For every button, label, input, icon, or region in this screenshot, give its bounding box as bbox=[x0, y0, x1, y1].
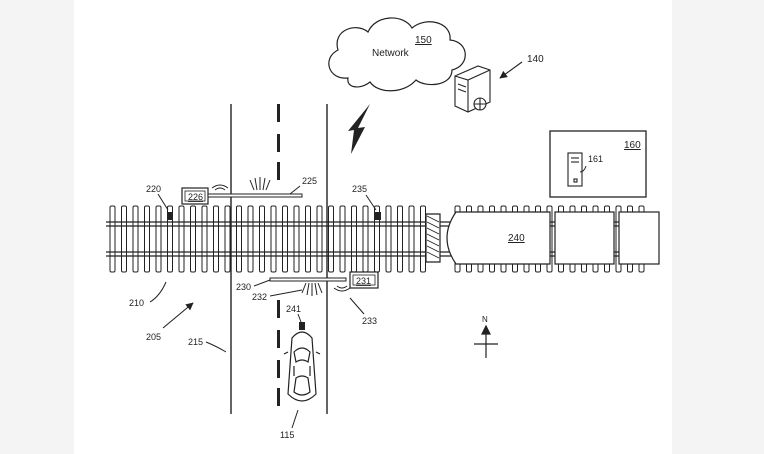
cloud-icon bbox=[328, 17, 466, 92]
lane-dash bbox=[277, 104, 280, 122]
arrow-140 bbox=[499, 61, 523, 79]
railroad-tie bbox=[132, 205, 139, 273]
arrow-205 bbox=[162, 302, 194, 329]
railroad-tie bbox=[385, 205, 392, 273]
leader-161 bbox=[579, 165, 587, 173]
railroad-tie bbox=[270, 205, 277, 273]
gate-arm-lower bbox=[269, 277, 347, 282]
remote-station-box bbox=[549, 130, 647, 198]
railroad-tie bbox=[213, 205, 219, 273]
ref-140: 140 bbox=[527, 54, 544, 65]
railroad-tie bbox=[339, 205, 346, 273]
ref-150: 150 bbox=[415, 35, 432, 46]
railroad-tie bbox=[247, 205, 254, 273]
railroad-tie bbox=[259, 205, 265, 273]
railroad-tie bbox=[362, 205, 369, 273]
ref-232: 232 bbox=[252, 292, 267, 302]
ref-210: 210 bbox=[129, 298, 144, 308]
railroad-tie bbox=[305, 205, 311, 273]
ref-233: 233 bbox=[362, 316, 377, 326]
ref-235: 235 bbox=[352, 184, 367, 194]
ref-226: 226 bbox=[188, 192, 203, 202]
ref-161: 161 bbox=[588, 154, 603, 164]
car-sensor-241 bbox=[299, 322, 305, 330]
right-margin bbox=[672, 0, 764, 454]
left-margin bbox=[0, 0, 74, 454]
wireless-signal-icon bbox=[333, 285, 351, 292]
railroad-tie bbox=[328, 205, 334, 273]
railroad-tie bbox=[316, 205, 323, 273]
sensor-rays-lower bbox=[301, 282, 323, 296]
gate-arm-upper bbox=[207, 193, 303, 198]
railroad-tie bbox=[201, 205, 208, 273]
railroad-tie bbox=[236, 205, 242, 273]
leader-241 bbox=[297, 313, 302, 323]
track-sensor-235 bbox=[375, 212, 381, 220]
railroad-tie bbox=[282, 205, 288, 273]
leader-230 bbox=[253, 279, 271, 287]
ref-230: 230 bbox=[236, 282, 251, 292]
railroad-tie bbox=[397, 205, 403, 273]
compass-icon bbox=[474, 324, 498, 358]
ref-241: 241 bbox=[286, 304, 301, 314]
railroad-tie bbox=[109, 205, 116, 273]
leader-235 bbox=[365, 194, 377, 211]
train bbox=[425, 211, 660, 265]
network-label: Network bbox=[372, 48, 410, 59]
leader-232 bbox=[269, 289, 303, 297]
lane-dash bbox=[277, 330, 280, 348]
railroad-tie bbox=[144, 205, 150, 273]
lane-dashes bbox=[277, 104, 280, 406]
railroad-tie bbox=[121, 205, 127, 273]
lightning-icon bbox=[348, 104, 370, 154]
wireless-signal-icon bbox=[211, 184, 229, 191]
railroad-tie bbox=[351, 205, 357, 273]
railroad-tie bbox=[155, 205, 162, 273]
compass-north-label: N bbox=[482, 315, 488, 324]
ref-225: 225 bbox=[302, 176, 317, 186]
leader-210 bbox=[149, 281, 167, 303]
railroad-tie bbox=[190, 205, 196, 273]
ref-205: 205 bbox=[146, 332, 161, 342]
ref-160: 160 bbox=[624, 140, 641, 151]
ref-215: 215 bbox=[188, 337, 203, 347]
railroad-tie bbox=[420, 205, 426, 273]
railroad-tie bbox=[178, 205, 185, 273]
lane-dash bbox=[277, 388, 280, 406]
sensor-rays-upper bbox=[249, 177, 271, 191]
server-icon bbox=[454, 65, 491, 113]
railroad-tie bbox=[224, 205, 231, 273]
ref-240: 240 bbox=[508, 233, 525, 244]
railroad-tie bbox=[408, 205, 415, 273]
ref-115: 115 bbox=[280, 430, 294, 440]
lane-dash bbox=[277, 360, 280, 378]
track-sensor-220 bbox=[167, 212, 173, 220]
car-icon bbox=[283, 331, 321, 402]
ref-220: 220 bbox=[146, 184, 161, 194]
railroad-tie bbox=[293, 205, 300, 273]
leader-233 bbox=[349, 297, 365, 315]
lane-dash bbox=[277, 134, 280, 152]
leader-225 bbox=[289, 185, 301, 195]
leader-115 bbox=[291, 409, 299, 429]
leader-215 bbox=[205, 341, 227, 353]
computer-tower-icon bbox=[567, 152, 583, 187]
ref-231: 231 bbox=[356, 276, 371, 286]
lane-dash bbox=[277, 162, 280, 180]
lane-dash bbox=[277, 300, 280, 318]
leader-220 bbox=[157, 193, 169, 211]
